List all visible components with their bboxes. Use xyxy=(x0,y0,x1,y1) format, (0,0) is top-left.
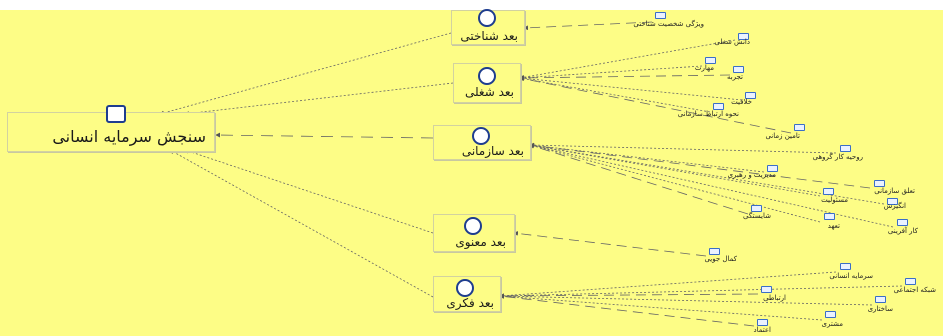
leaf-label[interactable]: تجربه xyxy=(726,73,743,81)
leaf-label[interactable]: کمال جویی xyxy=(704,255,737,263)
leaf-icon xyxy=(733,66,744,73)
edge-leaf-dimension xyxy=(499,293,823,321)
leaf-label[interactable]: تامین زمانی xyxy=(765,132,800,140)
root-node[interactable]: سنجش سرمایه انسانی xyxy=(7,105,215,152)
leaf-icon xyxy=(655,12,666,19)
edge-leaf-dimension xyxy=(499,293,759,299)
dimension-label: بعد شناختی xyxy=(460,29,518,43)
leaf-label[interactable]: شبکه اجتماعی xyxy=(893,286,936,294)
leaf-icon xyxy=(875,296,886,303)
leaf-label[interactable]: تعهد xyxy=(827,222,840,230)
leaf-label[interactable]: شایستگی xyxy=(742,212,771,220)
leaf-icon xyxy=(757,319,768,326)
top-strip xyxy=(0,0,943,10)
leaf-icon xyxy=(825,311,836,318)
edge-dimension-root xyxy=(184,148,434,234)
dimension-node-occupational[interactable]: بعد شغلی xyxy=(453,63,521,103)
circle-icon xyxy=(478,9,496,27)
edge-leaf-dimension xyxy=(519,76,743,101)
leaf-icon xyxy=(709,248,720,255)
dimension-label: بعد فکری xyxy=(446,296,494,310)
leaf-label[interactable]: خلاقیت xyxy=(731,98,752,106)
leaf-icon xyxy=(905,278,916,285)
dimension-node-organizational[interactable]: بعد سازمانی xyxy=(433,125,531,160)
dimension-label: بعد شغلی xyxy=(464,85,514,99)
edge-dimension-root xyxy=(169,149,434,298)
leaf-label[interactable]: روحیه کار گروهی xyxy=(812,153,863,161)
dimension-label: بعد سازمانی xyxy=(461,144,524,158)
leaf-label[interactable]: مدیریت و رهبری xyxy=(727,171,776,179)
leaf-label[interactable]: انگیزش xyxy=(883,202,906,210)
edge-leaf-dimension xyxy=(513,231,707,257)
leaf-icon xyxy=(897,219,908,226)
root-label: سنجش سرمایه انسانی xyxy=(52,127,206,146)
edge-leaf-dimension xyxy=(519,76,711,113)
leaf-icon xyxy=(745,92,756,99)
edge-leaf-dimension xyxy=(529,143,871,189)
circle-icon xyxy=(464,217,482,235)
leaf-icon xyxy=(767,165,778,172)
edge-leaf-dimension xyxy=(499,285,903,299)
leaf-label[interactable]: تعلق سازمانی xyxy=(874,187,915,195)
edge-leaf-dimension xyxy=(529,142,837,154)
leaf-label[interactable]: مشتری xyxy=(821,320,843,328)
leaf-label[interactable]: کار آفرینی xyxy=(887,227,918,235)
dimension-node-spiritual[interactable]: بعد معنوی xyxy=(433,214,515,252)
leaf-icon xyxy=(713,103,724,110)
edge-leaf-dimension xyxy=(499,293,873,306)
edge-leaf-dimension xyxy=(529,143,749,215)
leaf-icon xyxy=(824,213,835,220)
leaf-icon xyxy=(887,198,898,205)
edge-dimension-root xyxy=(159,32,452,116)
leaf-label[interactable]: ارتباطی xyxy=(763,294,786,302)
leaf-icon xyxy=(705,57,716,64)
leaf-label[interactable]: ویژگی شخصیت شناختی xyxy=(633,20,704,28)
edge-leaf-dimension xyxy=(529,143,821,223)
edge-leaf-dimension xyxy=(519,39,736,80)
edge-leaf-dimension xyxy=(519,76,792,134)
circle-icon xyxy=(456,279,474,297)
edge-leaf-dimension xyxy=(499,271,837,299)
square-icon xyxy=(106,105,126,123)
circle-icon xyxy=(478,67,496,85)
dimension-label: بعد معنوی xyxy=(455,235,506,249)
leaf-label[interactable]: مسئولیت xyxy=(821,196,848,204)
leaf-icon xyxy=(738,33,749,40)
leaf-label[interactable]: سرمایه انسانی xyxy=(829,272,873,280)
leaf-label[interactable]: اعتماد xyxy=(753,326,771,334)
leaf-icon xyxy=(751,205,762,212)
leaf-icon xyxy=(794,124,805,131)
circle-icon xyxy=(472,127,490,145)
edge-leaf-dimension xyxy=(523,21,653,31)
dimension-node-intellectual[interactable]: بعد فکری xyxy=(433,276,501,312)
edge-dimension-root xyxy=(184,82,454,116)
edge-leaf-dimension xyxy=(519,65,703,81)
leaf-label[interactable]: دانش شغلی xyxy=(714,38,750,46)
edge-leaf-dimension xyxy=(529,143,821,197)
leaf-label[interactable]: مهارت xyxy=(694,64,714,72)
leaf-icon xyxy=(840,263,851,270)
edge-leaf-dimension xyxy=(519,74,731,81)
leaf-icon xyxy=(874,180,885,187)
leaf-icon xyxy=(761,286,772,293)
leaf-icon xyxy=(840,145,851,152)
edge-leaf-dimension xyxy=(529,143,765,173)
leaf-label[interactable]: نحوه ارتباط سازمانی xyxy=(677,110,739,118)
leaf-label[interactable]: ساختاری xyxy=(867,305,893,313)
leaf-icon xyxy=(823,188,834,195)
edge-leaf-dimension xyxy=(499,294,755,327)
dimension-node-cognitive[interactable]: بعد شناختی xyxy=(451,9,525,45)
edge-dimension-root xyxy=(215,132,434,139)
